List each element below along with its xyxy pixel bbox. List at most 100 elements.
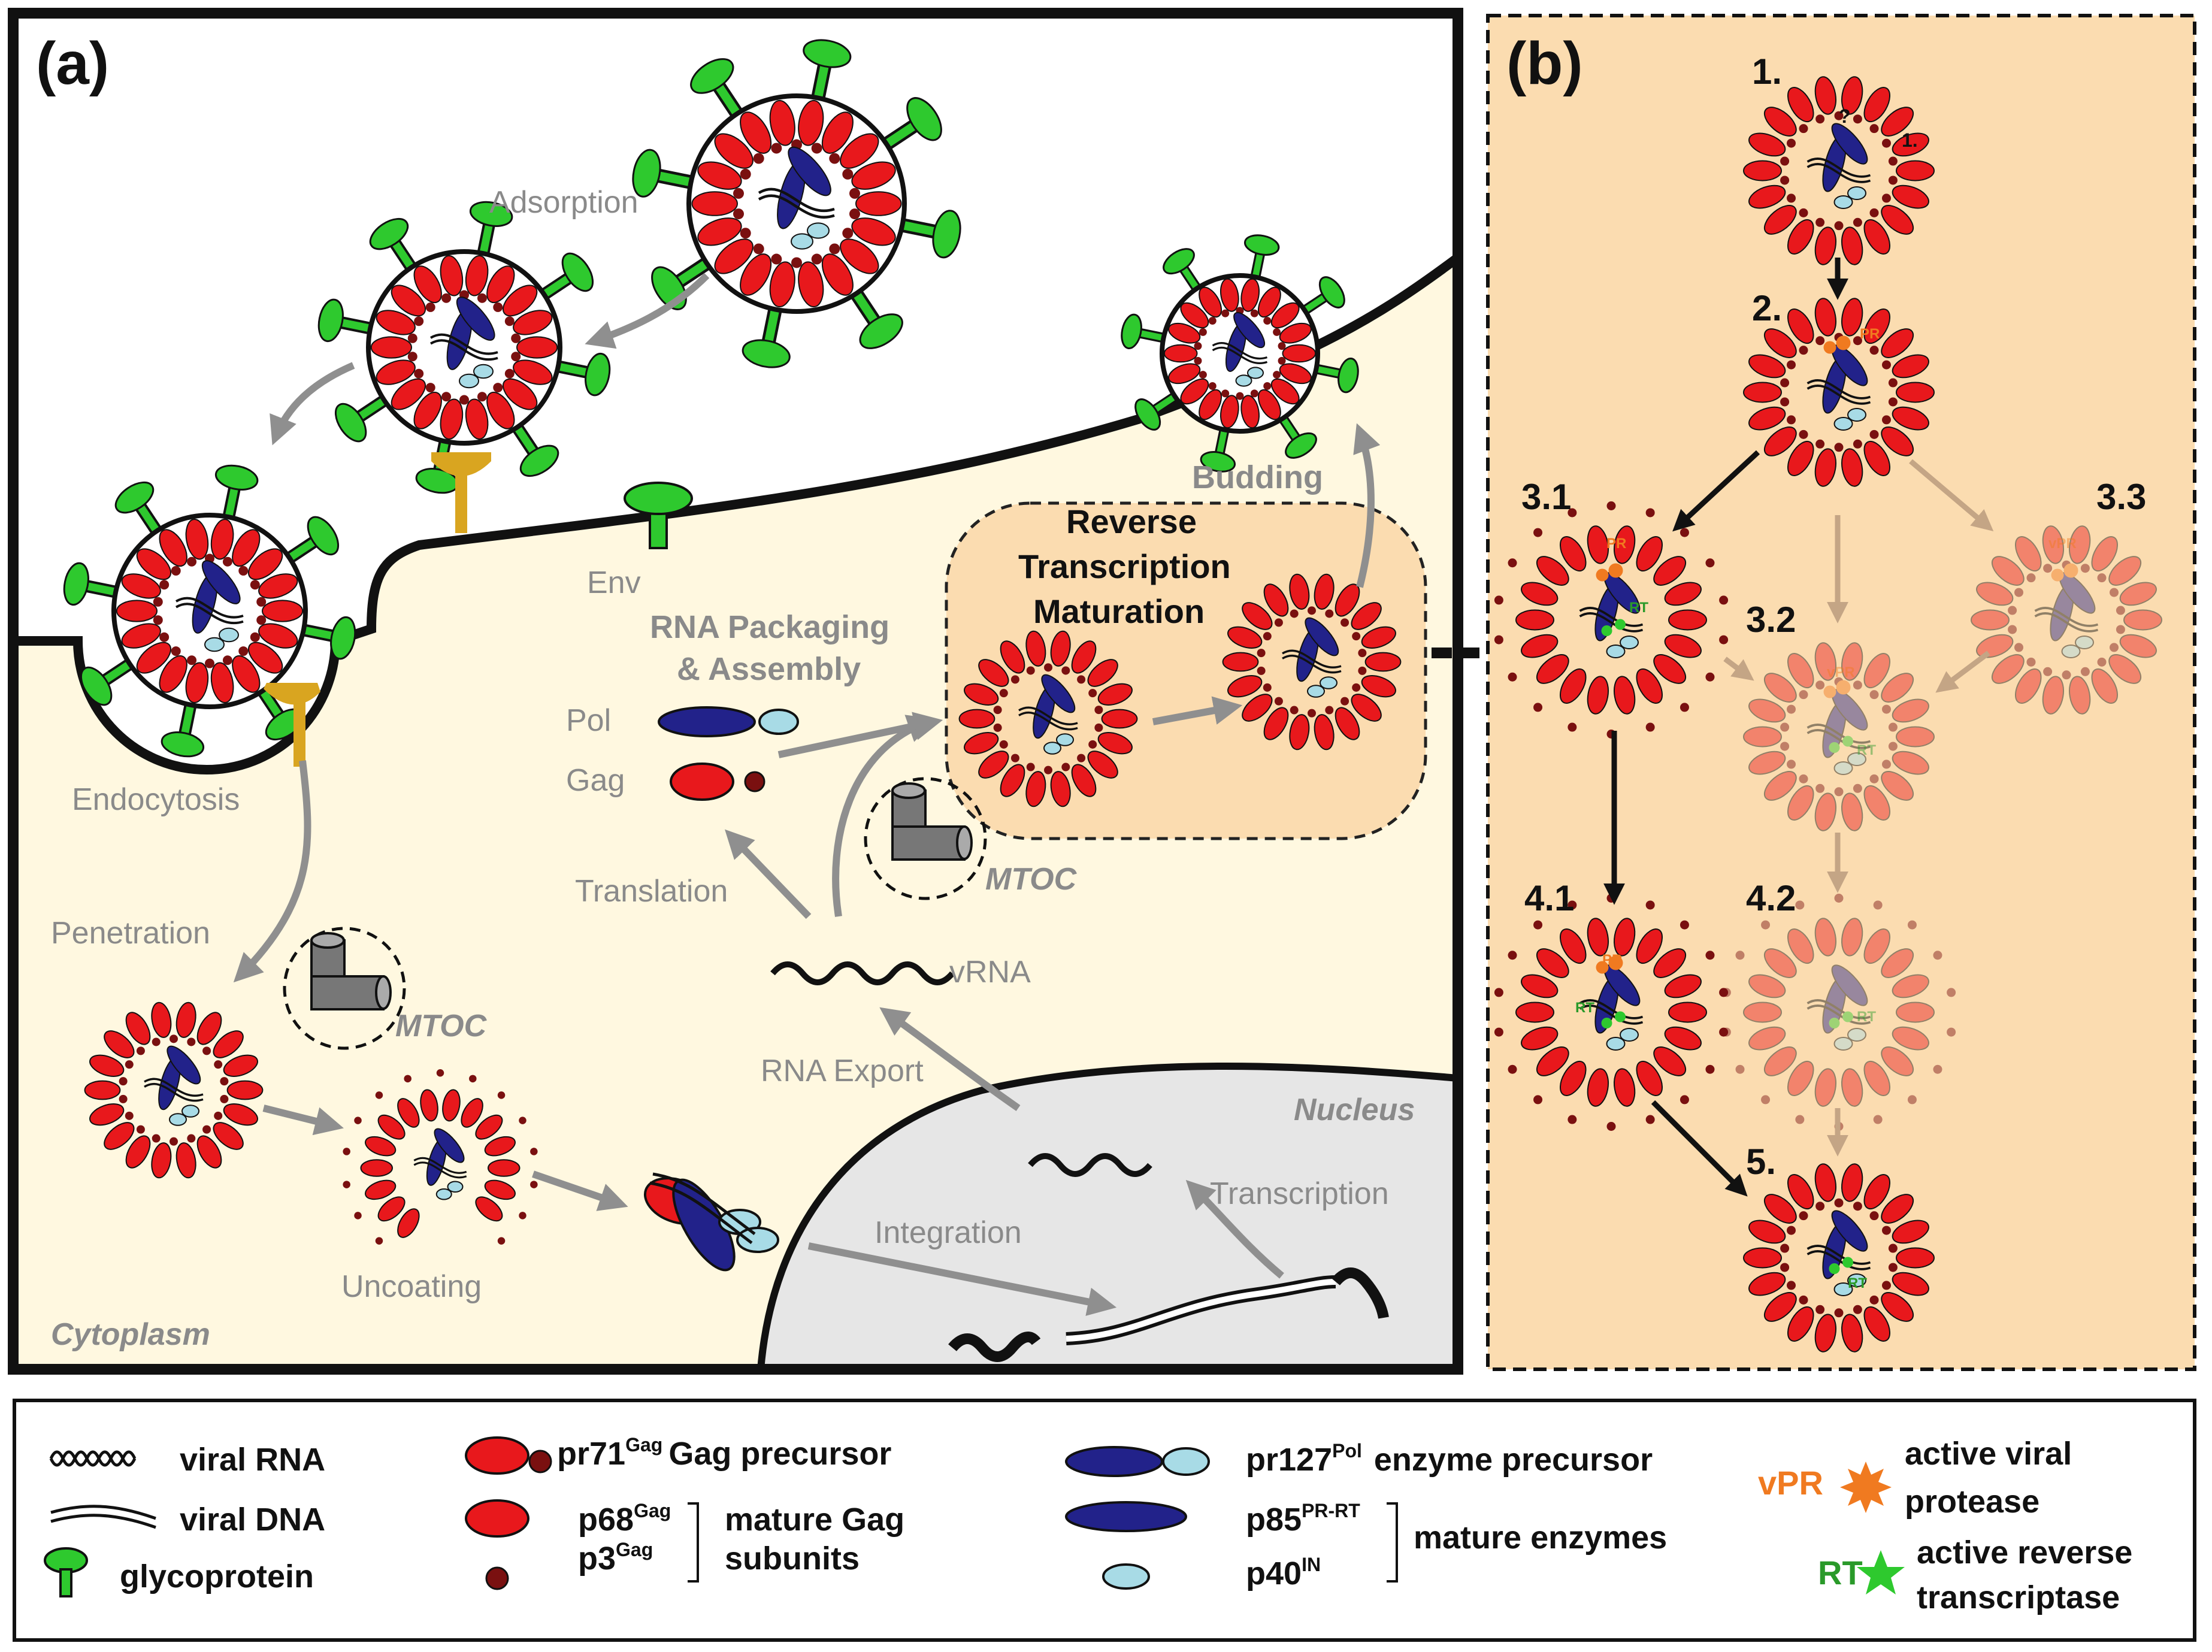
inner-vpr-32: vPR xyxy=(1827,664,1855,680)
gag-subunit xyxy=(1863,1174,1891,1210)
p3-gag xyxy=(220,1077,229,1086)
capsid-uncoating xyxy=(343,1069,538,1245)
gag-subunit xyxy=(1000,640,1025,674)
gag-subunit xyxy=(1841,1068,1863,1107)
glycoprotein-head xyxy=(632,149,661,198)
gag-subunit xyxy=(1536,948,1569,978)
p3-gag xyxy=(1853,336,1862,346)
gag-subunit xyxy=(391,378,426,410)
p3-gag xyxy=(829,153,840,164)
gag-subunit xyxy=(1220,278,1239,312)
integrase xyxy=(1620,1028,1639,1042)
gag-subunit xyxy=(1787,928,1814,964)
gag-subunit xyxy=(840,238,879,274)
p3-gag xyxy=(1257,649,1266,658)
p3-gag xyxy=(477,293,487,303)
capsid-step-4-1 xyxy=(1494,894,1729,1131)
panel-a: (a) xyxy=(8,8,1463,1375)
env-glycoprotein xyxy=(624,482,693,549)
p3-gag xyxy=(1358,649,1367,658)
gag-subunit xyxy=(1536,556,1569,586)
p3-gag xyxy=(1705,1064,1715,1074)
p3-gag xyxy=(1274,697,1283,706)
p3-gag xyxy=(1873,1115,1883,1124)
viral-genome xyxy=(1806,999,1871,1019)
gag-subunit xyxy=(697,161,742,190)
viral-genome xyxy=(758,187,835,213)
inner-rt-5: RT xyxy=(1848,1275,1867,1291)
p3-gag xyxy=(1761,1095,1771,1105)
viral-genome xyxy=(1018,706,1078,725)
glycoprotein-head xyxy=(469,201,513,227)
p3-gag xyxy=(1606,501,1616,510)
p3-gag xyxy=(753,153,764,164)
viral-genome xyxy=(413,1157,467,1174)
p3-gag xyxy=(1077,754,1086,763)
legend-rt: RT xyxy=(1818,1554,1863,1592)
gag-subunit xyxy=(261,600,304,622)
protease-marker xyxy=(2051,568,2064,582)
p3-gag xyxy=(1250,309,1258,317)
p3-gag xyxy=(238,565,249,576)
p3-gag xyxy=(1815,1202,1825,1211)
gag-subunit xyxy=(1521,1026,1559,1051)
integrase xyxy=(1833,1037,1853,1051)
gag-subunit xyxy=(1787,785,1814,821)
p3-gag xyxy=(214,1060,223,1069)
protease-marker xyxy=(1823,685,1836,698)
gag-subunit xyxy=(978,659,1009,687)
capsid-matured xyxy=(1222,573,1402,751)
rt-marker xyxy=(1615,1011,1626,1022)
glycoprotein-head xyxy=(519,444,559,477)
gag-subunit xyxy=(84,1080,121,1100)
p3-gag xyxy=(1352,683,1361,692)
gag-subunit xyxy=(420,1089,438,1122)
gag-subunit xyxy=(1335,583,1360,617)
gag-subunit xyxy=(1242,694,1273,722)
rt-marker xyxy=(1842,736,1853,747)
p3-gag xyxy=(1799,429,1808,439)
gag-subunit xyxy=(1653,654,1687,684)
gag-subunit xyxy=(1071,764,1097,797)
p3-gag xyxy=(1719,595,1729,605)
gag-subunit xyxy=(503,378,538,410)
p3-gag xyxy=(256,615,267,625)
protease-marker xyxy=(1596,568,1609,582)
gag-subunit xyxy=(1841,642,1863,681)
gag-subunit xyxy=(121,623,161,649)
gag-subunit xyxy=(1841,298,1863,337)
pol-enzyme xyxy=(434,1128,465,1163)
pol-protein xyxy=(658,706,799,737)
p3-gag xyxy=(1888,156,1898,166)
gag-subunit xyxy=(1787,1174,1814,1210)
gag-subunit xyxy=(213,1030,244,1058)
gag-subunit xyxy=(1025,630,1046,667)
gag-subunit xyxy=(196,1012,222,1045)
gag-subunit xyxy=(484,1136,516,1157)
gag-subunit xyxy=(1257,286,1281,318)
gag-subunit xyxy=(1587,918,1609,957)
p3-gag xyxy=(771,143,782,154)
p3-gag xyxy=(1882,1226,1892,1235)
p3-gag xyxy=(1786,760,1796,769)
viral-genome xyxy=(1018,711,1078,731)
gag-subunit xyxy=(1521,634,1559,658)
gag-subunit xyxy=(1896,382,1935,403)
gag-subunit xyxy=(248,548,283,580)
p3-gag xyxy=(2097,573,2107,583)
gag-subunit xyxy=(1892,1026,1929,1051)
gag-subunit xyxy=(1763,1292,1797,1322)
p3-gag xyxy=(441,293,452,303)
p3-gag xyxy=(1882,360,1892,370)
gag-subunit xyxy=(1841,226,1863,265)
gag-subunit xyxy=(1222,652,1259,672)
gag-subunit xyxy=(1257,389,1281,420)
rt-marker xyxy=(1615,619,1626,630)
gag-subunit xyxy=(769,99,795,146)
pol-enzyme xyxy=(167,1045,201,1085)
legend-viral-dna: viral DNA xyxy=(180,1502,325,1538)
inner-rt-41: RT xyxy=(1575,1000,1594,1016)
p3-gag xyxy=(238,646,249,656)
gag-subunit xyxy=(1881,1194,1914,1224)
gag-subunit xyxy=(1613,525,1636,564)
